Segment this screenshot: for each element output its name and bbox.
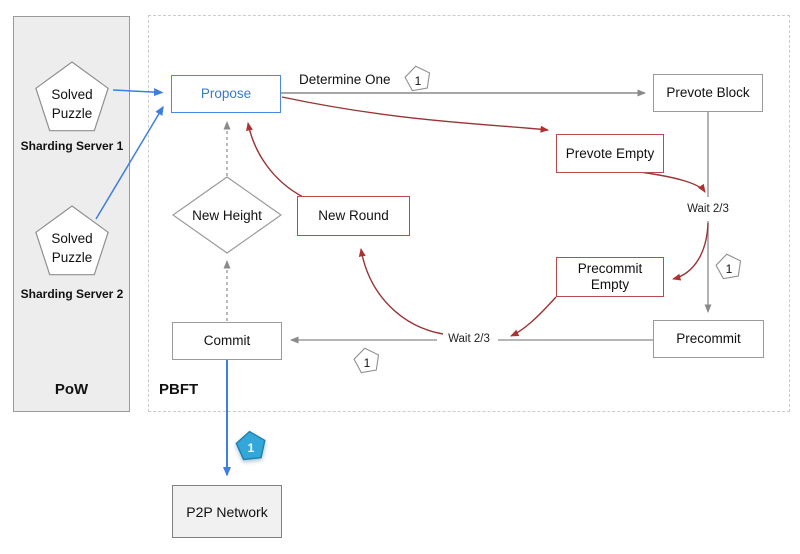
- node-propose: Propose: [171, 75, 281, 113]
- node-precommit-empty: Precommit Empty: [556, 257, 664, 297]
- node-prevote-empty: Prevote Empty: [556, 134, 664, 173]
- sharding-server-1-caption: Sharding Server 1: [20, 139, 124, 153]
- token-value: 1: [414, 73, 422, 88]
- step-token-precommit: 1: [713, 251, 745, 283]
- puzzle-label-line1: Solved: [51, 87, 93, 102]
- solved-puzzle-pentagon-1: Solved Puzzle: [30, 60, 114, 138]
- step-token-p2p: 1: [234, 429, 268, 463]
- token-pentagon-icon: [353, 347, 380, 374]
- pbft-zone-label: PBFT: [159, 381, 199, 398]
- new-height-label: New Height: [192, 207, 262, 223]
- token-value: 1: [247, 440, 255, 455]
- puzzle-label-line2: Puzzle: [51, 106, 93, 121]
- step-token-determine-one: 1: [402, 63, 434, 95]
- puzzle-label-line1: Solved: [51, 231, 93, 246]
- node-commit: Commit: [172, 322, 282, 360]
- step-token-commit: 1: [351, 345, 383, 377]
- token-pentagon-icon: [235, 430, 266, 461]
- node-p2p-network: P2P Network: [172, 485, 282, 538]
- token-pentagon-icon: [715, 253, 742, 280]
- pow-zone-label: PoW: [54, 381, 89, 398]
- solved-puzzle-pentagon-2: Solved Puzzle: [30, 204, 114, 282]
- determine-one-label: Determine One: [299, 72, 391, 87]
- pentagon-shape: [35, 205, 109, 276]
- sharding-server-2-caption: Sharding Server 2: [20, 287, 124, 301]
- token-value: 1: [363, 355, 371, 370]
- node-precommit: Precommit: [653, 320, 764, 358]
- puzzle-label-line2: Puzzle: [51, 250, 93, 265]
- node-new-round: New Round: [297, 196, 410, 236]
- diamond-shape: [172, 176, 282, 254]
- wait-23-bottom-label: Wait 2/3: [448, 333, 490, 345]
- token-value: 1: [725, 261, 733, 276]
- pentagon-shape: [35, 61, 109, 132]
- wait-23-top-label: Wait 2/3: [687, 203, 729, 215]
- node-prevote-block: Prevote Block: [653, 74, 763, 112]
- token-pentagon-icon: [404, 65, 431, 92]
- node-new-height: New Height: [172, 176, 282, 254]
